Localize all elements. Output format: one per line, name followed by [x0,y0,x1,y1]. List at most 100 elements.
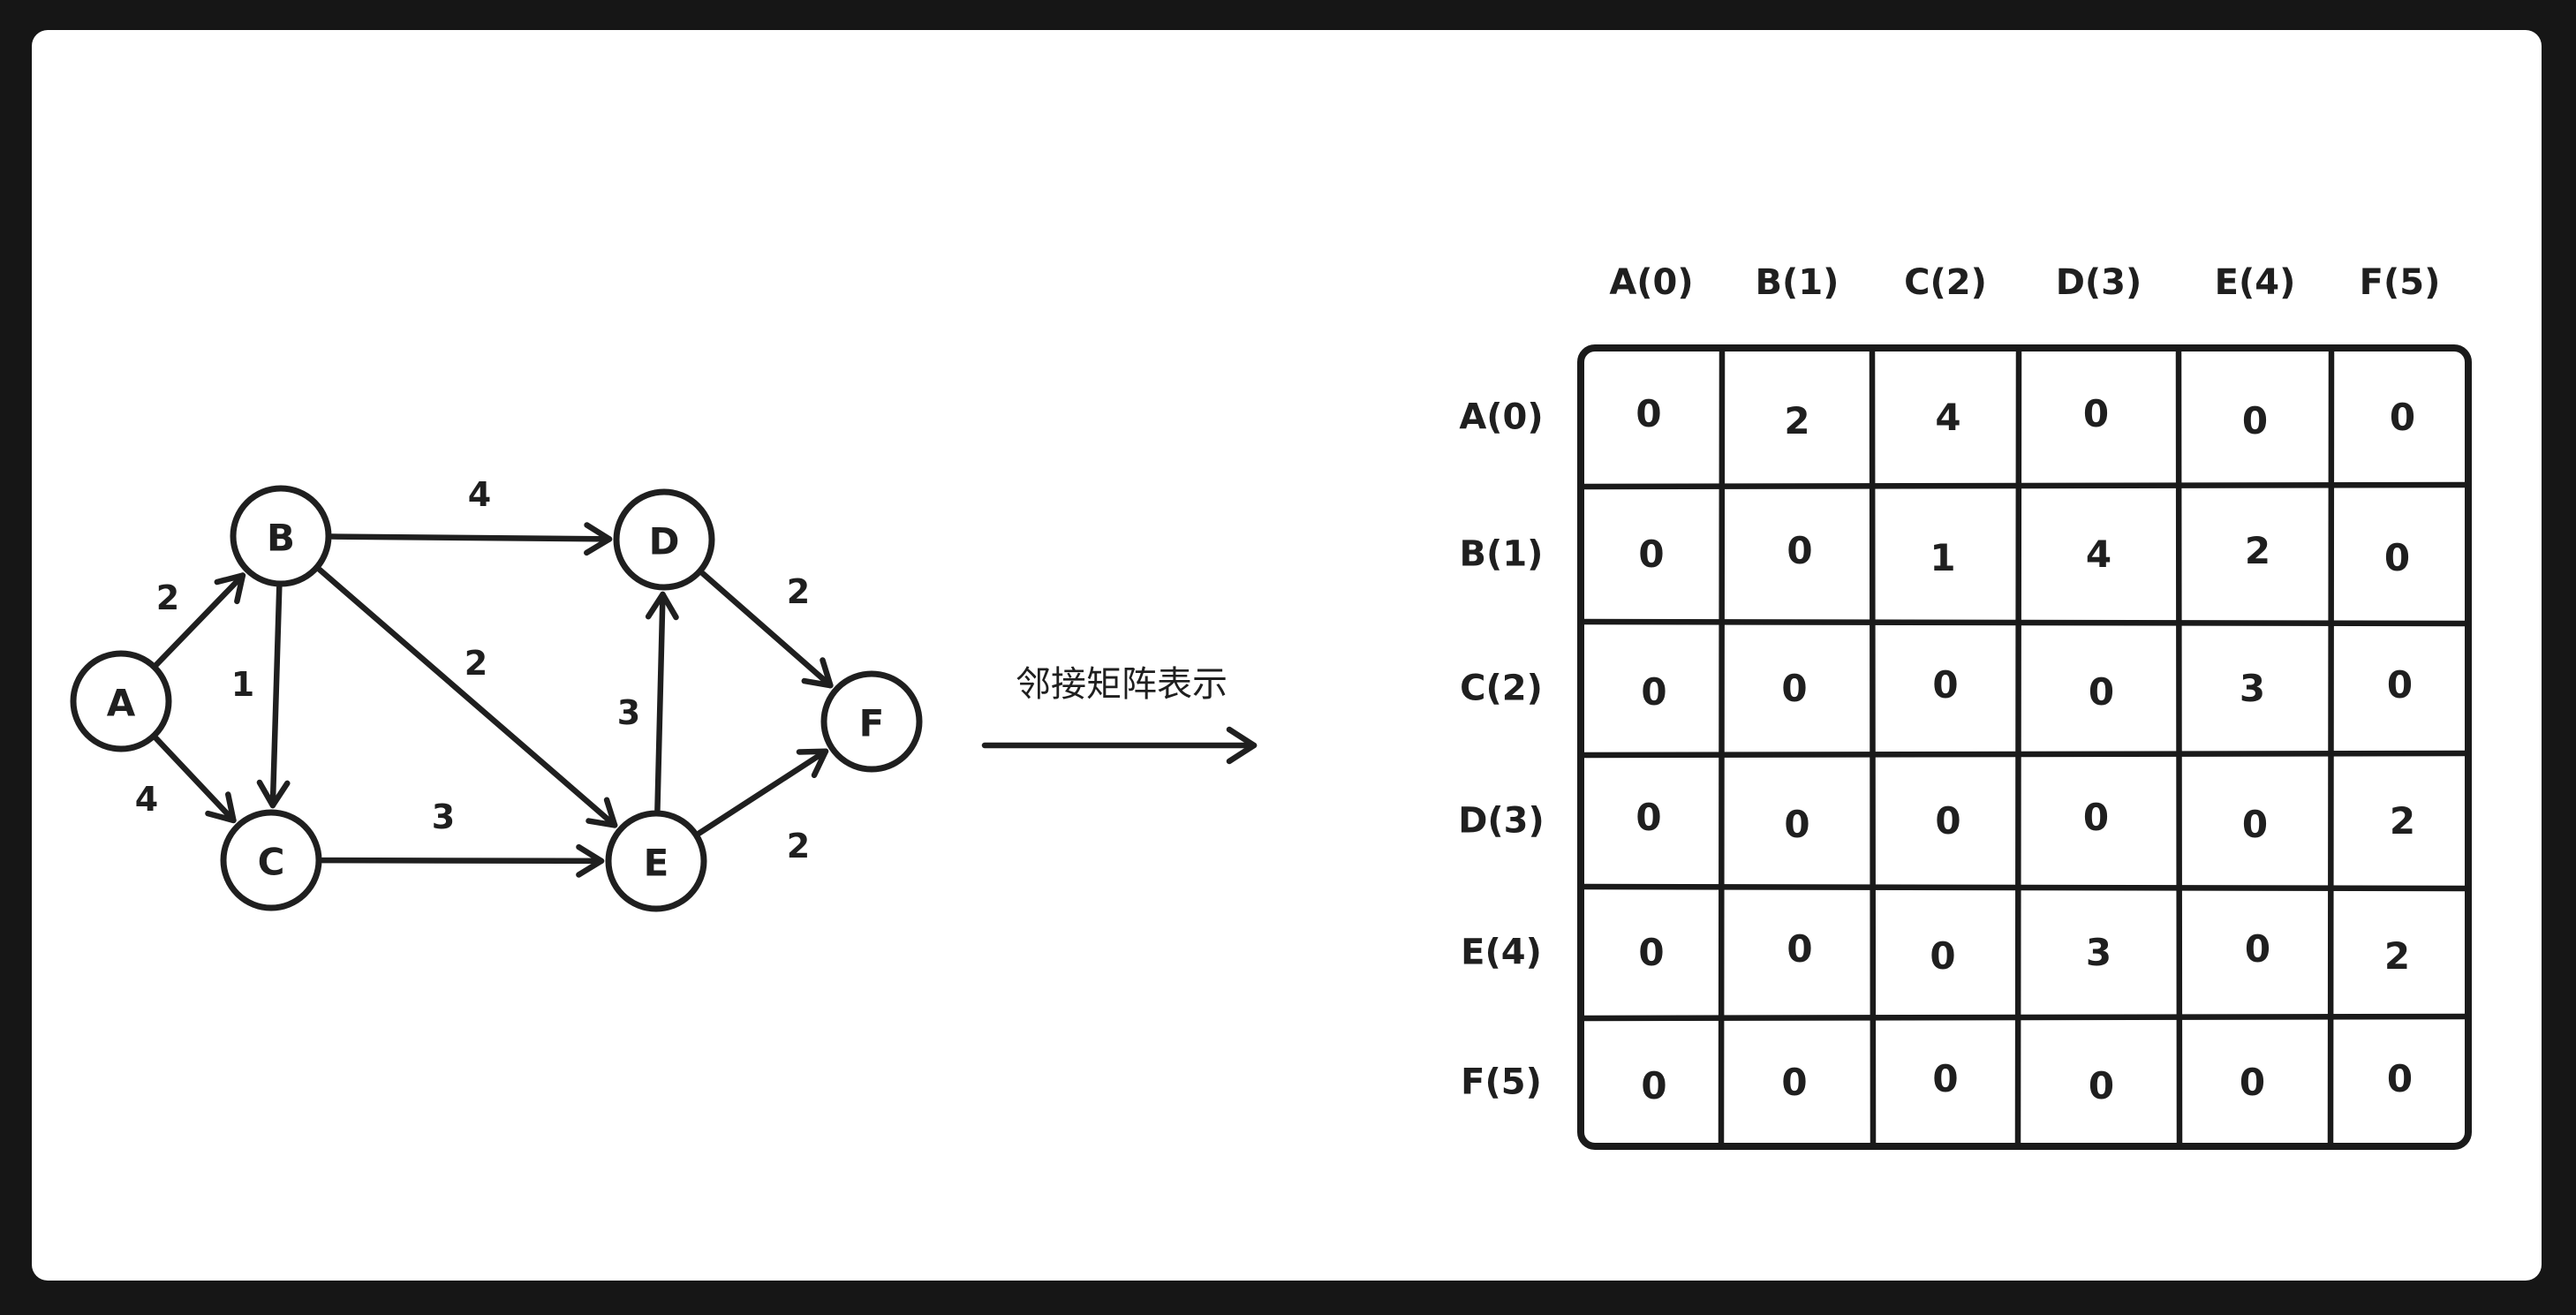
matrix-col-divider [1869,348,1877,1146]
matrix-row-divider [1581,481,2468,490]
node-circle-A [70,650,172,752]
transform-arrow-head [1226,726,1258,765]
matrix-cell: 4 [1935,396,1960,439]
edge-B-D [329,533,613,542]
edge-A-B [154,572,246,668]
matrix-cell: 2 [2384,934,2410,978]
edge-arrowhead-D-F [801,657,834,689]
edge-weight-B-E: 2 [465,644,487,683]
edge-arrowhead-B-C [256,779,291,809]
matrix-cell: 1 [1930,536,1955,579]
edge-B-C [269,584,283,809]
edge-E-F [696,748,829,836]
node-label-B: B [267,517,295,560]
matrix-cell: 0 [2083,392,2109,435]
node-circle-C [220,809,322,911]
node-label-E: E [644,842,669,885]
diagram-frame [32,30,2542,1281]
matrix-cell: 0 [1641,670,1666,714]
edge-D-F [699,570,834,689]
matrix-row-divider [1581,883,2468,892]
edge-weight-B-C: 1 [231,665,254,704]
node-circle-F [820,670,923,773]
matrix-col-divider [2327,348,2335,1146]
matrix-cell: 0 [1930,934,1955,978]
matrix-col-divider [2014,348,2022,1146]
row-header: F(5) [1461,1062,1542,1103]
column-header: B(1) [1756,262,1839,303]
matrix-cell: 4 [2086,533,2111,576]
matrix-cell: 0 [1787,927,1812,971]
edge-weight-D-F: 2 [787,572,810,611]
matrix-cell: 3 [2086,931,2111,974]
matrix-cell: 0 [2242,399,2268,442]
matrix-cell: 0 [2089,1064,2114,1107]
matrix-cell: 0 [1932,1057,1958,1100]
transform-label: 邻接矩阵表示 [1016,664,1228,705]
matrix-cell: 0 [2240,1061,2265,1104]
edge-weight-E-F: 2 [787,827,810,865]
matrix-cell: 2 [2245,529,2270,572]
matrix-cell: 2 [2390,799,2415,843]
matrix-cell: 0 [1935,799,1960,843]
matrix-cell: 0 [1787,529,1812,572]
matrix-cell: 0 [1781,1061,1807,1104]
edge-arrowhead-A-B [214,572,246,605]
node-label-C: C [258,841,285,884]
matrix-cell: 0 [2387,663,2413,707]
node-D: D [613,488,715,591]
row-header: B(1) [1460,534,1544,575]
matrix-cell: 0 [2390,396,2415,439]
row-header: E(4) [1461,933,1542,973]
row-header: A(0) [1459,397,1543,438]
matrix-col-divider [1718,348,1726,1146]
edge-weight-A-C: 4 [135,780,158,819]
matrix-cell: 0 [1781,667,1807,710]
column-header: A(0) [1609,262,1693,303]
edge-weight-C-E: 3 [432,797,455,836]
node-F: F [820,670,923,773]
matrix-cell: 0 [1641,1064,1666,1107]
row-header: C(2) [1460,669,1543,709]
edge-weight-E-D: 3 [617,693,640,732]
matrix-cell: 0 [1638,931,1664,974]
edge-arrowhead-E-F [796,748,829,779]
matrix-row-divider [1581,1013,2468,1022]
node-circle-D [613,488,715,591]
matrix-cell: 0 [1635,796,1661,839]
column-header: D(3) [2056,262,2142,303]
edge-E-D [654,591,666,813]
node-circle-E [605,810,707,912]
matrix-cell: 0 [1784,803,1809,846]
edge-weight-B-D: 4 [468,475,491,514]
matrix-cell: 0 [2384,536,2410,579]
matrix-cell: 3 [2240,667,2265,710]
matrix-cell: 0 [2089,670,2114,714]
edge-arrowhead-C-E [576,843,605,878]
edge-arrowhead-E-D [645,591,679,621]
node-E: E [605,810,707,912]
row-header: D(3) [1458,801,1545,842]
node-label-F: F [859,702,885,745]
edge-arrowhead-A-C [205,791,237,824]
edge-arrowhead-B-E [585,797,618,828]
node-label-A: A [107,682,136,725]
matrix-border [1577,344,2472,1150]
edge-A-C [153,735,237,824]
matrix-cell: 0 [1638,533,1664,576]
adjacency-matrix: A(0) B(1) C(2) D(3) E(4) F(5) A(0) B(1) C(2) D(3)… [1458,262,2472,1150]
matrix-cell: 0 [2242,803,2268,846]
matrix-cell: 2 [1784,399,1809,442]
node-A: A [70,650,172,752]
node-label-D: D [649,520,680,563]
edge-arrowhead-B-D [584,522,613,556]
edge-B-E [316,566,618,828]
matrix-cell: 0 [2083,796,2109,839]
column-header: F(5) [2360,262,2441,303]
matrix-cell: 0 [1932,663,1958,707]
node-C: C [220,809,322,911]
transform-arrow: 邻接矩阵表示 [981,664,1258,765]
column-header: C(2) [1904,262,1987,303]
